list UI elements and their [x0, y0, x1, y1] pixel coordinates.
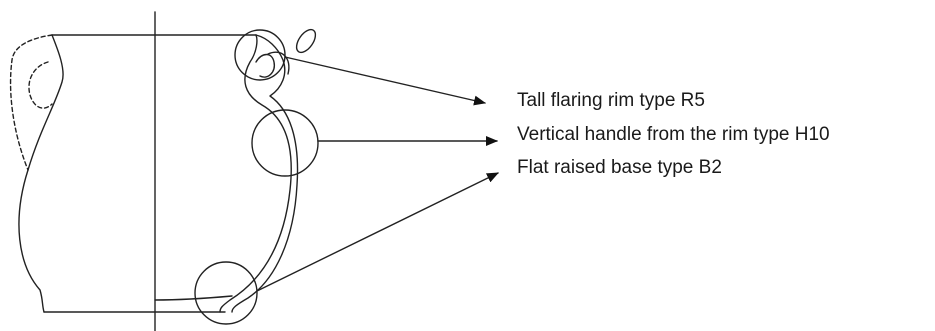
handle-section-ellipse — [295, 28, 317, 54]
base-type-label: Flat raised base type B2 — [517, 157, 722, 178]
vessel-right-outer-profile — [219, 34, 292, 313]
handle-type-label: Vertical handle from the rim type H10 — [517, 124, 830, 145]
rim-callout-arrow — [284, 56, 486, 106]
handle-loop — [255, 53, 275, 78]
left-handle-reconstruction — [9, 34, 53, 171]
rim-type-label: Tall flaring rim type R5 — [517, 90, 705, 111]
base-callout-arrow — [256, 172, 499, 292]
vessel-right-inner-profile — [231, 34, 299, 313]
base-callout-circle — [194, 261, 258, 325]
handle-callout-circle — [251, 109, 319, 177]
vessel-left-profile — [18, 34, 64, 313]
rim-callout-circle — [234, 29, 286, 81]
vessel-interior-base — [154, 295, 233, 301]
left-handle-inner-reconstruction — [28, 61, 53, 109]
